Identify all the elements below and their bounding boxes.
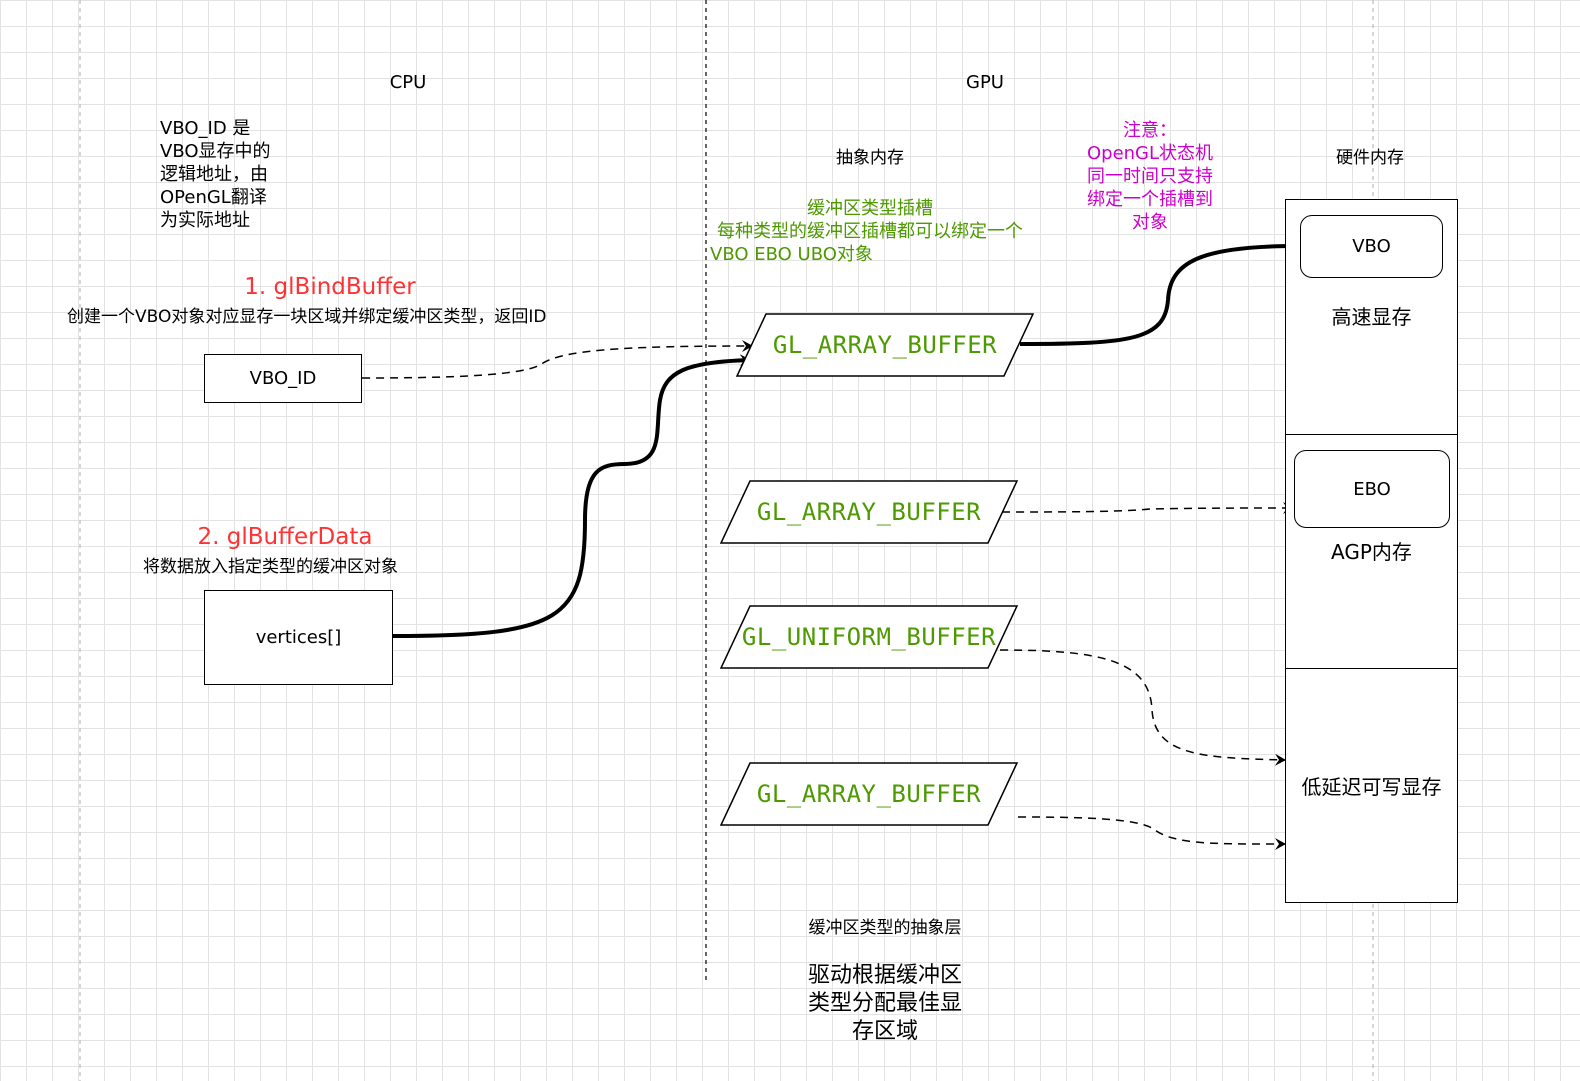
vbo-id-note-line: VBO_ID 是 [160, 118, 251, 139]
bind-arrow [361, 340, 753, 379]
buffer-slot-array-1[interactable]: GL_ARRAY_BUFFER [735, 313, 1035, 377]
step2-description: 将数据放入指定类型的缓冲区对象 [143, 557, 398, 577]
ebo-object[interactable]: EBO [1294, 450, 1450, 528]
warning-line: OpenGL状态机 [1086, 143, 1214, 164]
vbo-id-note-line: OPenGL翻译 [160, 187, 267, 208]
step2-title: 2. glBufferData [197, 524, 373, 550]
warning-line: 对象 [1132, 212, 1168, 233]
fast-vram-label: 高速显存 [1331, 305, 1412, 329]
driver-note-line: 驱动根据缓冲区 [807, 963, 962, 988]
slot-note-line: 缓冲区类型插槽 [807, 198, 933, 219]
uniform-arrow [999, 649, 1286, 766]
buffer-slot-label: GL_ARRAY_BUFFER [756, 498, 982, 526]
ebo-arrow [1001, 502, 1294, 515]
slot-note: 缓冲区类型插槽 每种类型的缓冲区插槽都可以绑定一个 VBO EBO UBO对象 [700, 197, 1040, 266]
low-latency-label: 低延迟可写显存 [1301, 775, 1442, 799]
buffer-data-arrow [392, 354, 751, 638]
slot-note-line: VBO EBO UBO对象 [710, 244, 873, 265]
vbo-id-note-line: 逻辑地址，由 [160, 164, 268, 185]
buffer-slot-label: GL_ARRAY_BUFFER [756, 780, 982, 808]
buffer-slot-array-2[interactable]: GL_ARRAY_BUFFER [719, 480, 1019, 544]
buffer-slot-label: GL_ARRAY_BUFFER [772, 331, 998, 359]
hw-low-latency-section: 低延迟可写显存 [1285, 668, 1458, 903]
gpu-header: GPU [966, 72, 1004, 93]
vbo-bind-arrow [1019, 240, 1299, 346]
driver-note: 驱动根据缓冲区 类型分配最佳显 存区域 [770, 962, 1000, 1046]
vbo-id-note-line: 为实际地址 [160, 210, 250, 231]
vbo-object[interactable]: VBO [1300, 215, 1443, 278]
vbo-id-note-line: VBO显存中的 [160, 141, 271, 162]
vertices-box[interactable]: vertices[] [204, 590, 393, 685]
step1-title: 1. glBindBuffer [244, 274, 416, 300]
array4-arrow [1017, 816, 1286, 851]
warning-line: 同一时间只支持 [1087, 166, 1213, 187]
vbo-id-box[interactable]: VBO_ID [204, 354, 362, 403]
buffer-slot-uniform[interactable]: GL_UNIFORM_BUFFER [719, 605, 1019, 669]
driver-note-line: 存区域 [851, 1019, 918, 1044]
abstract-memory-label: 抽象内存 [836, 148, 904, 168]
step1-description: 创建一个VBO对象对应显存一块区域并绑定缓冲区类型，返回ID [67, 307, 547, 327]
warning-line: 绑定一个插槽到 [1087, 189, 1213, 210]
driver-note-line: 类型分配最佳显 [807, 991, 962, 1016]
abstraction-layer-label: 缓冲区类型的抽象层 [808, 918, 962, 938]
cpu-header: CPU [389, 72, 427, 93]
hardware-memory-label: 硬件内存 [1336, 148, 1404, 168]
warning-line: 注意： [1123, 120, 1177, 141]
state-machine-warning: 注意： OpenGL状态机 同一时间只支持 绑定一个插槽到 对象 [1075, 119, 1225, 234]
buffer-slot-label: GL_UNIFORM_BUFFER [741, 623, 997, 651]
buffer-slot-array-3[interactable]: GL_ARRAY_BUFFER [719, 762, 1019, 826]
vbo-id-note: VBO_ID 是 VBO显存中的 逻辑地址，由 OPenGL翻译 为实际地址 [160, 117, 271, 232]
slot-note-line: 每种类型的缓冲区插槽都可以绑定一个 [717, 221, 1023, 242]
agp-label: AGP内存 [1331, 540, 1412, 564]
